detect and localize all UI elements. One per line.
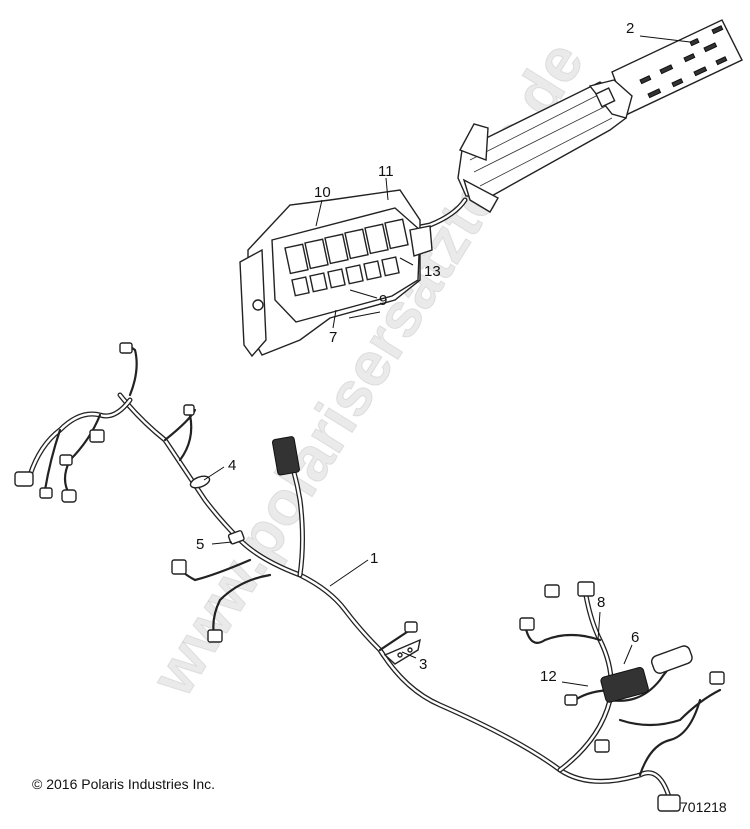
cable-tie — [189, 475, 211, 489]
copyright-notice: © 2016 Polaris Industries Inc. — [32, 776, 216, 792]
callout-10: 10 — [314, 184, 331, 201]
callout-5: 5 — [196, 536, 204, 553]
callout-1: 1 — [370, 550, 378, 567]
fuse-box-label-decal — [611, 19, 743, 115]
callout-12: 12 — [540, 668, 557, 685]
harness-clip — [227, 530, 245, 545]
callout-9: 9 — [379, 292, 387, 309]
callout-11: 11 — [378, 163, 394, 180]
fuse-box-cover — [457, 79, 633, 213]
fuse-box-assembly — [239, 189, 433, 358]
callout-leaders — [203, 35, 691, 687]
callout-6: 6 — [631, 629, 639, 646]
callout-4: 4 — [228, 457, 236, 474]
callout-2: 2 — [626, 20, 634, 37]
callout-3: 3 — [419, 656, 427, 673]
diagram-part-number: 701218 — [680, 799, 727, 815]
harness-connectors — [14, 342, 725, 812]
callout-13: 13 — [424, 263, 441, 280]
callout-8: 8 — [597, 594, 605, 611]
callout-7: 7 — [329, 329, 337, 346]
